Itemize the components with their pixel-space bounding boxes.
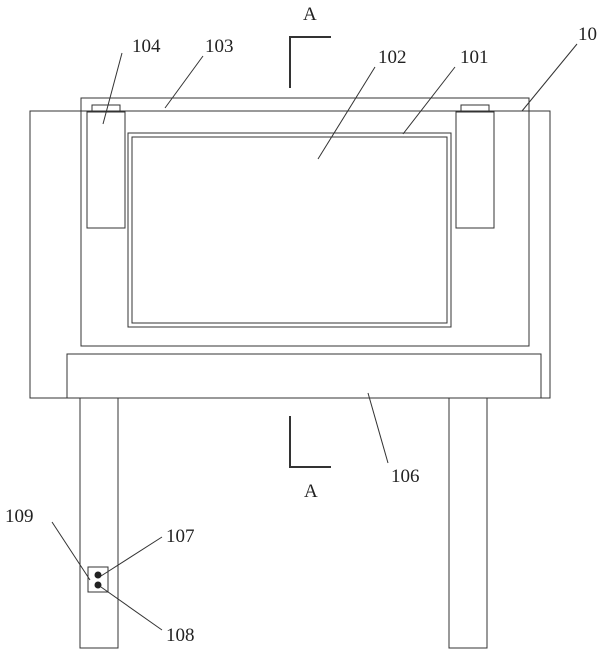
leader-101	[403, 67, 455, 134]
body-frame	[30, 111, 550, 398]
leader-104	[103, 53, 122, 124]
right-leg	[449, 398, 487, 648]
section-label-bottom: A	[304, 481, 318, 502]
leader-102	[318, 67, 375, 159]
label-101: 101	[460, 47, 489, 68]
base-beam	[67, 354, 541, 398]
section-marker-top	[290, 37, 331, 88]
left-leg	[80, 398, 118, 648]
section-marker-bottom	[290, 416, 331, 467]
section-label-top: A	[303, 4, 317, 25]
label-104: 104	[132, 36, 161, 57]
leader-108	[101, 587, 162, 630]
leader-107	[101, 537, 162, 576]
label-108: 108	[166, 625, 195, 646]
leader-106	[368, 393, 388, 463]
left-speaker	[87, 112, 125, 228]
button-108	[95, 582, 102, 589]
leader-103	[165, 56, 203, 108]
button-107	[95, 572, 102, 579]
label-102: 102	[378, 47, 407, 68]
screen-inner	[132, 137, 447, 323]
right-speaker	[456, 112, 494, 228]
screen-outer	[128, 133, 451, 327]
label-103: 103	[205, 36, 234, 57]
label-106: 106	[391, 466, 420, 487]
display-frame	[81, 98, 529, 346]
leader-109	[52, 522, 90, 580]
label-10: 10	[578, 24, 597, 45]
label-107: 107	[166, 526, 195, 547]
leader-10	[522, 44, 577, 111]
label-109: 109	[5, 506, 34, 527]
